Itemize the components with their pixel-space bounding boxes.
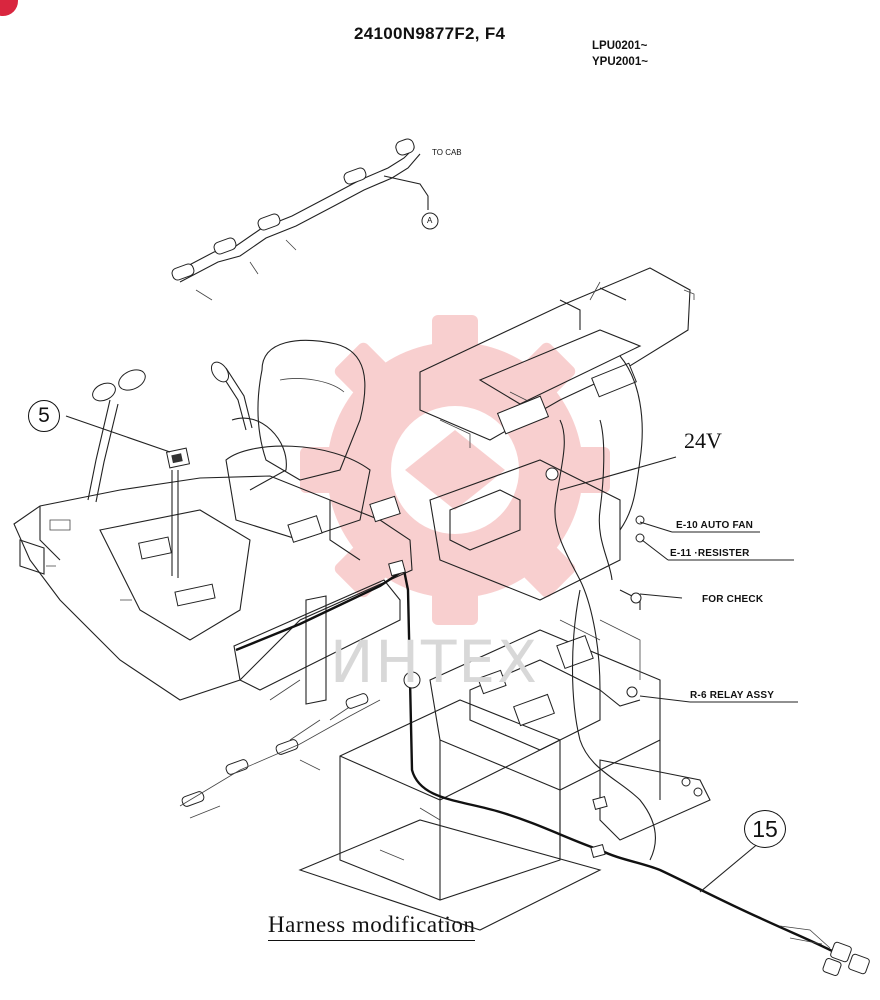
voltage-label: 24V — [684, 428, 722, 453]
callout-item-15: 15 — [744, 810, 786, 848]
callout-item-5: 5 — [28, 400, 60, 432]
switch-item-5 — [65, 415, 191, 578]
relay-block — [429, 459, 711, 850]
to-cab-harness — [171, 138, 439, 301]
e11-resister-label: E-11 ·RESISTER — [670, 548, 750, 559]
modified-harness — [235, 355, 870, 976]
left-console — [13, 475, 413, 701]
r6-relay-assy-label: R-6 RELAY ASSY — [690, 690, 775, 701]
lower-frame — [179, 579, 401, 819]
for-check-label: FOR CHECK — [702, 594, 764, 605]
connector-a-label: A — [427, 216, 433, 225]
control-levers — [87, 361, 287, 503]
upper-console-frame — [419, 267, 695, 448]
serial-range-2: YPU2001~ — [592, 56, 648, 68]
e10-auto-fan-label: E-10 AUTO FAN — [676, 520, 754, 531]
operator-seat — [225, 339, 371, 541]
watermark-gear-icon — [300, 315, 610, 625]
center-tray — [298, 699, 602, 931]
diagram-caption: Harness modification — [268, 912, 476, 941]
watermark-text: ИНТЕХ — [330, 628, 539, 696]
leader-lines — [559, 456, 798, 893]
serial-range-1: LPU0201~ — [592, 40, 648, 52]
to-cab-label: TO CAB — [432, 148, 462, 157]
part-number-title: 24100N9877F2, F4 — [354, 24, 506, 43]
